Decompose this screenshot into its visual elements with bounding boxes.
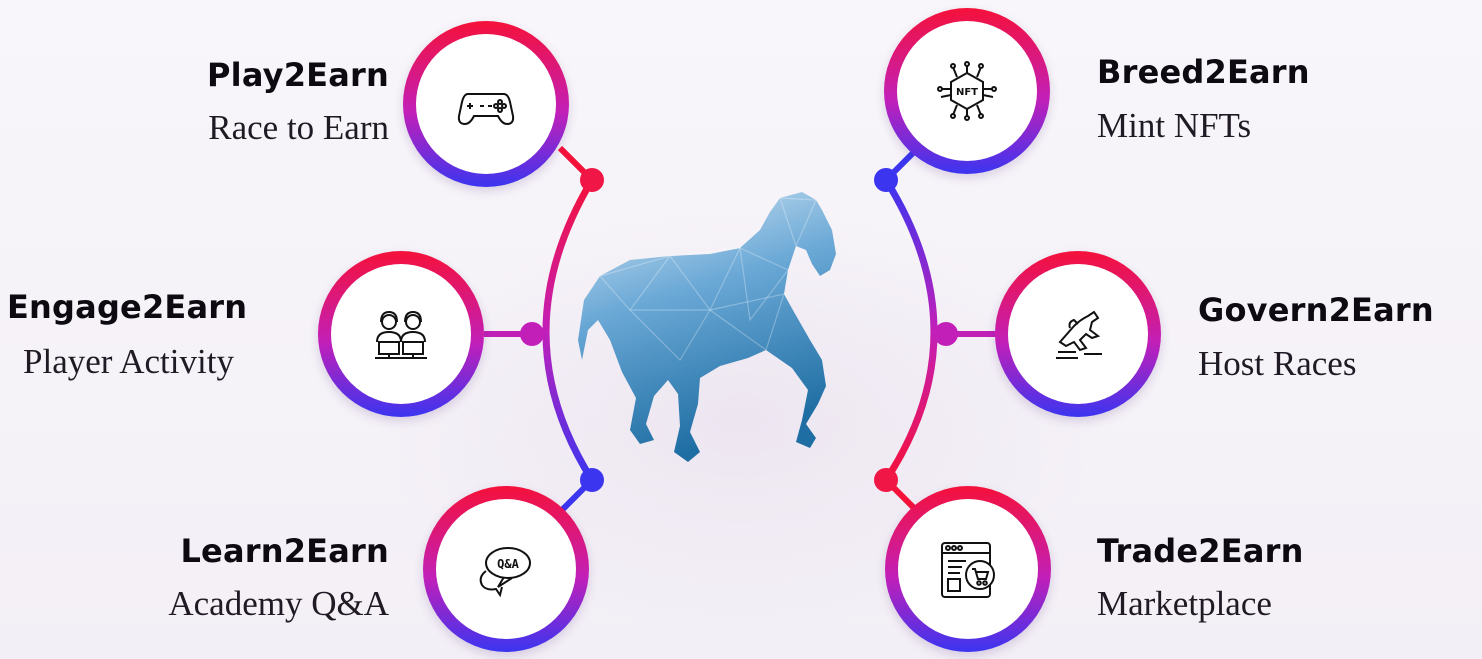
breed2earn-node[interactable]: NFT [884, 8, 1050, 174]
horse-low-poly-icon [578, 192, 836, 462]
horse-jumping-icon [1056, 310, 1102, 359]
play2earn-subtitle: Race to Earn [208, 108, 389, 147]
engage2earn-subtitle: Player Activity [23, 342, 234, 381]
svg-text:Q&A: Q&A [497, 557, 519, 571]
play2earn-node[interactable] [403, 21, 569, 187]
breed2earn-subtitle: Mint NFTs [1097, 106, 1252, 145]
govern2earn-title: Govern2Earn [1198, 291, 1434, 329]
support-agents-icon [375, 310, 427, 359]
gamepad-icon [457, 93, 515, 126]
learn2earn-node[interactable]: Q&A [423, 486, 589, 652]
nft-chip-icon: NFT [937, 61, 997, 121]
engage2earn-node[interactable] [318, 251, 484, 417]
dot-govern [934, 322, 958, 346]
govern2earn-node[interactable] [995, 251, 1161, 417]
learn2earn-subtitle: Academy Q&A [168, 584, 389, 623]
svg-text:NFT: NFT [956, 87, 978, 98]
breed2earn-title: Breed2Earn [1097, 53, 1310, 91]
trade2earn-subtitle: Marketplace [1097, 584, 1272, 623]
dot-trade [874, 468, 898, 492]
left-arc [542, 178, 596, 482]
marketplace-cart-icon [941, 542, 995, 598]
dot-play [580, 168, 604, 192]
trade2earn-node[interactable] [885, 486, 1051, 652]
qa-chat-icon: Q&A [479, 547, 531, 598]
dot-learn [580, 468, 604, 492]
trade2earn-title: Trade2Earn [1097, 532, 1304, 570]
dot-engage [520, 322, 544, 346]
play2earn-title: Play2Earn [207, 56, 389, 94]
dot-breed [874, 168, 898, 192]
govern2earn-subtitle: Host Races [1198, 344, 1357, 383]
learn2earn-title: Learn2Earn [180, 532, 389, 570]
right-arc [883, 178, 938, 482]
engage2earn-title: Engage2Earn [7, 288, 248, 326]
